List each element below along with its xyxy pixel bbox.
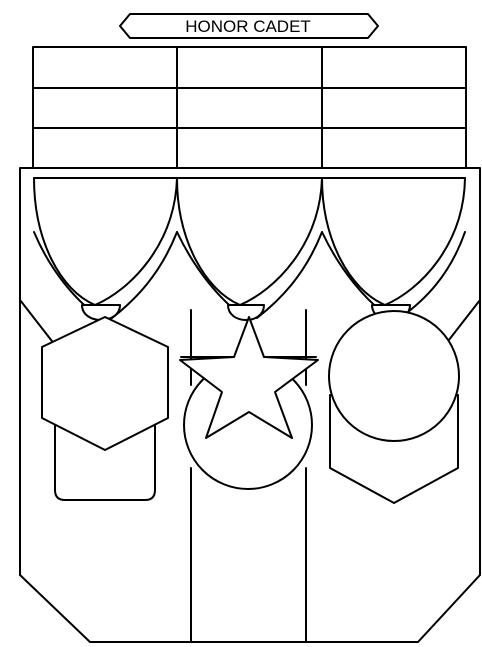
title-banner: HONOR CADET (120, 14, 378, 38)
suspension-rings (82, 305, 410, 320)
ribbon-grid (33, 47, 466, 168)
banner-label: HONOR CADET (185, 17, 311, 36)
medal-drapes (34, 178, 465, 318)
star-medal (180, 317, 318, 489)
hexagon-medal (42, 317, 168, 500)
circle-medal (329, 311, 459, 503)
